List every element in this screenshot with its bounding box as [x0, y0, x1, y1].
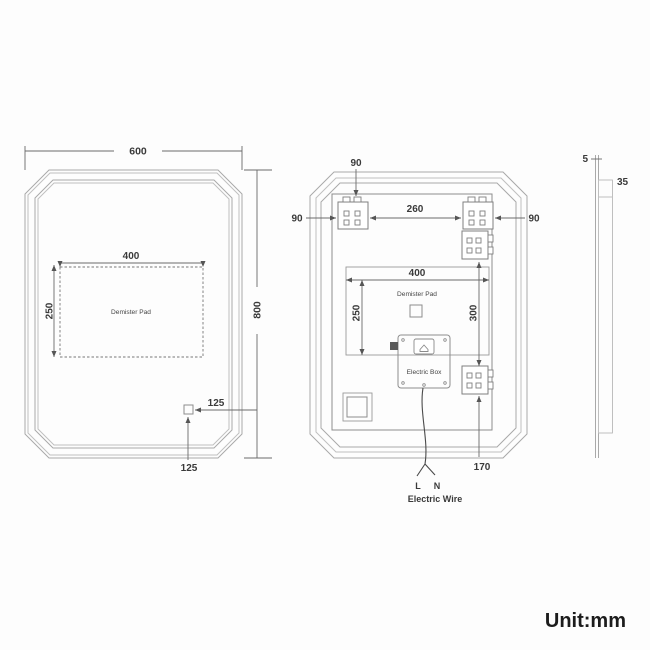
dim-bracket-right-offset: 90 [495, 214, 540, 225]
front-pad-height-label: 250 [45, 302, 56, 319]
back-pad-width-label: 400 [409, 268, 426, 279]
front-outline-2 [27, 172, 240, 456]
sensor-right-label: 125 [208, 398, 225, 409]
dim-bracket-left-offset: 90 [291, 214, 336, 225]
electric-box-label: Electric Box [407, 369, 443, 376]
front-outline-3 [34, 179, 233, 449]
dim-front-pad-height: 250 [45, 265, 57, 357]
back-demister-pad-label: Demister Pad [397, 291, 437, 298]
bracket-middle-right [461, 230, 494, 260]
dim-front-height: 800 [244, 169, 272, 459]
electric-wire-label: Electric Wire [408, 494, 462, 504]
bracket-top-offset-label: 90 [350, 158, 362, 169]
wire-live-label: L [415, 481, 421, 491]
front-outer-outline [24, 169, 243, 459]
pad-center-square [409, 304, 423, 318]
bracket-right-offset-label: 90 [528, 214, 540, 225]
bracket-left-offset-label: 90 [291, 214, 303, 225]
frame-depth-label: 35 [617, 177, 629, 188]
bracket-top-left [337, 196, 369, 230]
back-panel [331, 193, 493, 431]
back-pad-height-label: 250 [352, 304, 363, 321]
electric-box-logo [413, 338, 435, 355]
wire-connector [390, 342, 398, 350]
house-icon [419, 344, 429, 352]
touch-sensor [183, 404, 194, 415]
dim-sensor-bottom: 125 [181, 417, 198, 474]
front-demister-pad-label: Demister Pad [111, 309, 151, 316]
side-view: 5 35 [582, 154, 629, 458]
bracket-bottom-right [461, 365, 494, 395]
back-outline-2 [315, 177, 522, 453]
front-view: 600 800 Demister Pad 400 250 125 [24, 146, 272, 474]
side-frame-box [598, 179, 613, 434]
front-width-label: 600 [129, 146, 147, 158]
dim-back-pad-width: 400 [346, 268, 489, 283]
back-component-square [342, 392, 373, 422]
bracket-top-right [462, 196, 494, 230]
front-outline-4 [37, 182, 230, 446]
bracket-vertical-span-label: 300 [469, 304, 480, 321]
front-pad-width-label: 400 [123, 251, 140, 262]
front-height-label: 800 [252, 301, 264, 319]
electric-box: Electric Box [390, 334, 451, 389]
unit-label: Unit:mm [545, 610, 626, 632]
back-outline-3 [320, 182, 517, 448]
dim-front-pad-width: 400 [57, 251, 206, 267]
bracket-spacing-label: 260 [407, 204, 424, 215]
electric-wire: L N Electric Wire [408, 387, 462, 504]
back-view: 90 90 260 90 Demister Pad 400 [291, 158, 540, 504]
dim-back-pad-height: 250 [352, 280, 365, 355]
sensor-bottom-label: 125 [181, 463, 198, 474]
back-outer-outline [309, 171, 528, 459]
dim-bracket-bottom-offset: 170 [474, 396, 491, 473]
dim-front-width: 600 [24, 146, 243, 170]
front-demister-pad [59, 266, 204, 358]
bracket-bottom-offset-label: 170 [474, 462, 491, 473]
dim-sensor-right: 125 [195, 398, 257, 413]
dim-bracket-spacing: 260 [370, 204, 461, 221]
glass-thickness-label: 5 [582, 154, 588, 165]
back-demister-pad [345, 266, 490, 356]
wire-neutral-label: N [434, 481, 441, 491]
dim-bracket-vertical-span: 300 [469, 262, 482, 366]
dim-bracket-top-offset: 90 [350, 158, 362, 196]
